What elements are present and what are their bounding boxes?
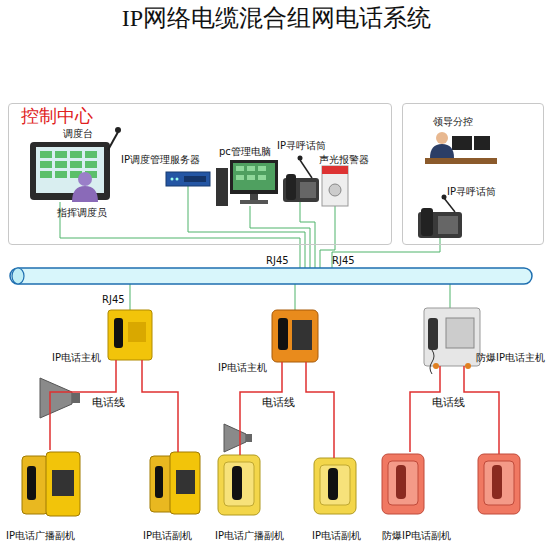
device-label: 调度台 bbox=[63, 128, 93, 140]
diagram-title: IP网络电缆混合组网电话系统 bbox=[0, 4, 553, 32]
device-label: IP电话副机 bbox=[143, 530, 192, 542]
group-heading: 领导分控 bbox=[433, 116, 473, 128]
device-node: pc管理电脑 bbox=[217, 161, 279, 207]
alarm-icon bbox=[322, 166, 348, 206]
device-label: IP调度管理服务器 bbox=[121, 154, 200, 166]
device-label: 指挥调度员 bbox=[57, 207, 107, 219]
device-node: 调度台 bbox=[31, 141, 113, 203]
host-node: IP电话主机 bbox=[108, 310, 152, 360]
device-label: IP电话广播副机 bbox=[215, 530, 284, 542]
server-icon bbox=[166, 172, 210, 186]
host-phone-icon bbox=[272, 310, 318, 362]
console-icon bbox=[30, 127, 121, 200]
device-node: IP调度管理服务器 bbox=[167, 169, 211, 187]
device-node: IP寻呼话筒 bbox=[284, 169, 320, 203]
device-label: IP电话广播副机 bbox=[6, 530, 75, 542]
explosion-proof-subphone-icon bbox=[382, 454, 520, 514]
group-heading: 控制中心 bbox=[21, 105, 93, 127]
leader-icon bbox=[425, 132, 497, 164]
pc-icon bbox=[216, 160, 278, 206]
phone-wire bbox=[142, 360, 178, 452]
device-label: 防爆IP电话主机 bbox=[476, 352, 545, 364]
device-label: IP寻呼话筒 bbox=[447, 186, 496, 198]
device-node: IP寻呼话筒 bbox=[419, 199, 463, 239]
subphone-node: IP电话副机 bbox=[150, 452, 200, 514]
group-box: 领导分控 IP寻呼话筒 bbox=[402, 103, 544, 245]
network-bus bbox=[10, 268, 532, 284]
device-label: IP电话主机 bbox=[218, 362, 267, 374]
wire-label: 电话线 bbox=[262, 397, 295, 409]
explosion-proof-host-icon bbox=[424, 308, 480, 374]
phone-wire bbox=[464, 366, 499, 454]
device-label: 防爆IP电话副机 bbox=[382, 530, 451, 542]
phone-wire bbox=[240, 362, 282, 455]
paging-phone-icon bbox=[283, 156, 319, 203]
subphone-node: 防爆IP电话副机 bbox=[380, 452, 530, 516]
broadcast-subphone-icon bbox=[218, 455, 260, 515]
device-label: pc管理电脑 bbox=[219, 146, 271, 158]
subphone-icon bbox=[150, 452, 200, 514]
device-label: IP电话副机 bbox=[312, 530, 361, 542]
host-node: IP电话主机 bbox=[272, 310, 318, 362]
person-node: 指挥调度员 bbox=[71, 173, 101, 203]
speaker-icon bbox=[40, 378, 80, 418]
phone-wire bbox=[410, 366, 440, 452]
device-label: 声光报警器 bbox=[319, 154, 369, 166]
wire-label: 电话线 bbox=[432, 397, 465, 409]
subphone-node: IP电话广播副机 bbox=[22, 450, 80, 516]
paging-phone-icon bbox=[418, 195, 462, 239]
port-label: RJ45 bbox=[266, 255, 289, 267]
broadcast-subphone-icon bbox=[22, 452, 80, 516]
speaker-icon bbox=[224, 424, 252, 452]
wire-label: 电话线 bbox=[92, 397, 125, 409]
port-label: RJ45 bbox=[332, 255, 355, 267]
host-phone-icon bbox=[108, 310, 152, 360]
host-node: 防爆IP电话主机 bbox=[424, 308, 480, 366]
subphone-node: IP电话副机 bbox=[314, 458, 356, 514]
subphone-node: IP电话广播副机 bbox=[218, 455, 260, 515]
subphone-icon bbox=[314, 458, 356, 514]
group-box: 控制中心调度台指挥调度员IP调度管理服务器pc管理电脑IP寻呼话筒声光报警器 bbox=[8, 103, 392, 245]
port-label: RJ45 bbox=[102, 294, 125, 306]
operator-icon bbox=[72, 172, 98, 202]
device-node: 声光报警器 bbox=[323, 167, 349, 207]
phone-wire bbox=[50, 360, 116, 450]
phone-wire bbox=[306, 362, 334, 458]
device-label: IP电话主机 bbox=[52, 352, 101, 364]
device-label: IP寻呼话筒 bbox=[277, 140, 326, 152]
